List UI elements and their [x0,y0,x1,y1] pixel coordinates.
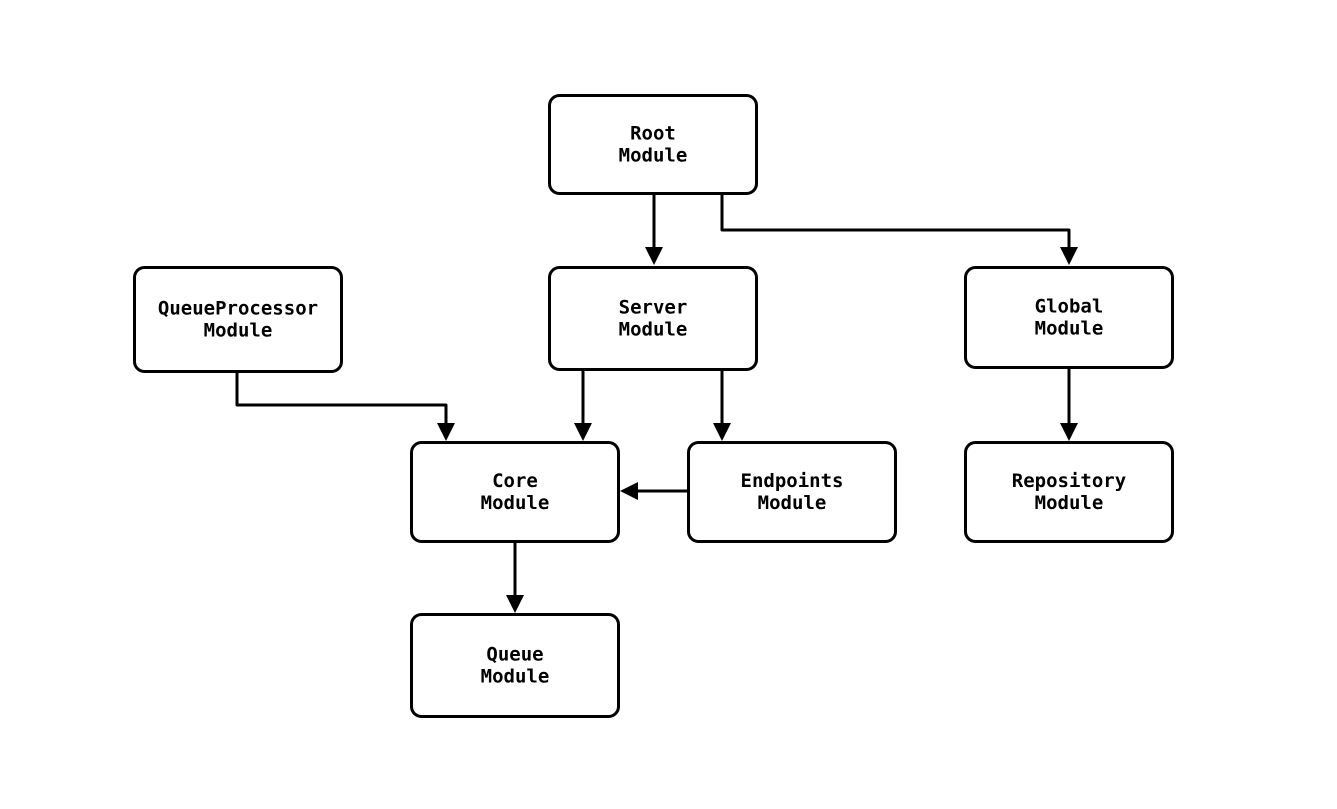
root-module-label-line1: Root [630,122,676,144]
root-module-label-line2: Module [619,144,688,166]
global-module-box[interactable] [964,266,1174,369]
edge-root-to-global [720,195,1078,265]
queueprocessor-module-box[interactable] [133,266,343,373]
edge-server-to-endpoints-arrowhead [713,423,731,441]
queue-module-box[interactable] [410,613,620,718]
edge-server-to-core-arrowhead [574,423,592,441]
edge-global-to-repository [1060,369,1078,441]
edge-queueprocessor-to-core-arrowhead [437,423,455,441]
edge-core-to-queue [506,543,524,613]
repository-module-box[interactable] [964,441,1174,543]
edge-queueprocessor-to-core-line [235,373,448,423]
edge-root-to-global-arrowhead [1060,247,1078,265]
queue-module-label-line1: Queue [486,643,543,665]
edge-server-to-endpoints [713,371,731,441]
edge-root-to-server-arrowhead [645,247,663,265]
edge-root-to-global-line [720,195,1071,247]
core-module-label-line1: Core [492,470,538,492]
edges-layer [235,195,1078,613]
core-module-label-line2: Module [481,492,550,514]
repository-module-label-line2: Module [1035,492,1104,514]
endpoints-module-box[interactable] [687,441,897,543]
core-module-box[interactable] [410,441,620,543]
queueprocessor-module-label-line1: QueueProcessor [158,297,318,319]
queueprocessor-module-label-line2: Module [204,319,273,341]
root-module-box[interactable] [548,94,758,195]
queue-module-label-line2: Module [481,665,550,687]
repository-module-label-line1: Repository [1012,470,1126,492]
endpoints-module-label-line1: Endpoints [741,470,844,492]
edge-server-to-core [574,371,592,441]
server-module-label-line2: Module [619,318,688,340]
server-module-box[interactable] [548,266,758,371]
edge-global-to-repository-arrowhead [1060,423,1078,441]
edge-core-to-queue-arrowhead [506,595,524,613]
edge-endpoints-to-core-arrowhead [620,482,638,500]
edge-endpoints-to-core [620,482,687,500]
global-module-label-line2: Module [1035,317,1104,339]
edge-root-to-server [645,195,663,265]
server-module-label-line1: Server [619,296,688,318]
edge-queueprocessor-to-core [235,373,455,441]
global-module-label-line1: Global [1035,295,1104,317]
endpoints-module-label-line2: Module [758,492,827,514]
